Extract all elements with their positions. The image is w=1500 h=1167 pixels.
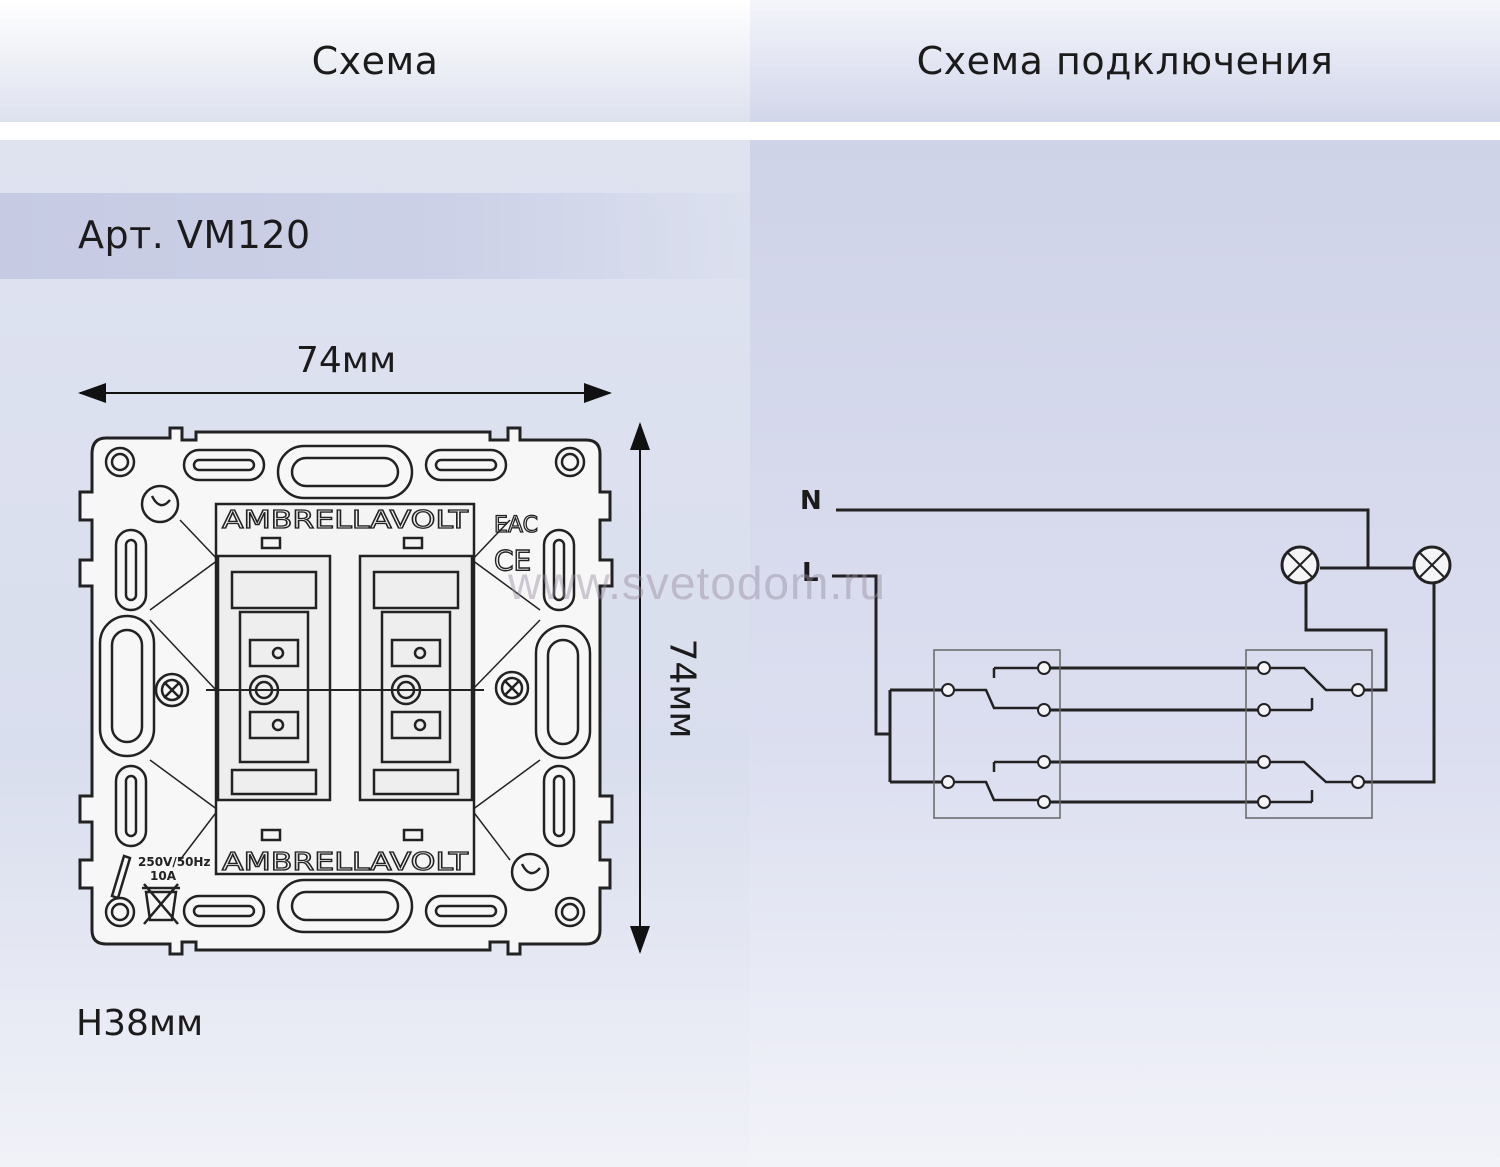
side-screw — [154, 672, 190, 708]
switch-module-right — [358, 554, 474, 802]
brand-top: AMBRELLAVOLT — [222, 505, 469, 534]
brand-logo-icon — [140, 484, 180, 524]
weee-bin-icon — [142, 883, 180, 925]
neutral-wire — [836, 508, 1416, 570]
left-panel: Схема Арт. VM120 74мм 74мм Н38мм — [0, 0, 750, 1167]
corner-hole — [554, 896, 586, 928]
switch-contact — [1270, 666, 1352, 692]
switch-contact — [954, 780, 1038, 802]
mounting-slot — [276, 878, 414, 934]
switch-box-2 — [1245, 649, 1373, 819]
switch-module-left — [216, 554, 332, 802]
mark-eac: EAC — [494, 513, 538, 538]
mounting-slot — [534, 624, 592, 760]
mounting-slot — [424, 894, 508, 928]
width-dimension: 74мм — [296, 340, 397, 381]
corner-hole — [104, 446, 136, 478]
mark-ce: CE — [494, 544, 531, 577]
article-number: Арт. VM120 — [78, 213, 311, 257]
switch-box-1 — [933, 649, 1061, 819]
mounting-slot — [182, 448, 266, 482]
watermark: www.svetodom.ru — [508, 557, 887, 609]
switch-contact — [954, 688, 1038, 710]
corner-hole — [554, 446, 586, 478]
mechanism-housing — [206, 502, 484, 876]
rating-voltage: 250V/50Hz — [138, 855, 210, 869]
switch-drawing: EAC CE AMBRELLAVOLT AMBRELLAVOLT 250V/50… — [78, 383, 650, 956]
depth-dimension: Н38мм — [76, 1003, 204, 1044]
brand-bottom: AMBRELLAVOLT — [222, 847, 469, 876]
rating-current: 10A — [150, 869, 177, 883]
mounting-slot — [424, 448, 508, 482]
mounting-slot — [542, 764, 576, 848]
switch-contact — [1270, 760, 1352, 784]
mounting-slot — [542, 528, 576, 612]
article-band — [0, 193, 750, 279]
mounting-slot — [276, 444, 414, 500]
side-screw — [494, 670, 530, 706]
neutral-label: N — [800, 486, 822, 516]
live-wire — [832, 574, 948, 784]
left-header: Схема — [0, 0, 750, 122]
live-label: L — [802, 558, 819, 588]
tool-icon — [110, 854, 132, 900]
traveller-wire — [1044, 666, 1264, 804]
right-header: Схема подключения — [750, 0, 1500, 122]
mounting-slot — [114, 764, 148, 848]
lamp1-wire — [1304, 582, 1388, 692]
brand-logo-icon — [510, 852, 550, 892]
mounting-slot — [98, 614, 156, 758]
mounting-slot — [114, 528, 148, 612]
lamp2-wire — [1358, 582, 1436, 784]
corner-hole — [104, 896, 136, 928]
mounting-slot — [182, 894, 266, 928]
